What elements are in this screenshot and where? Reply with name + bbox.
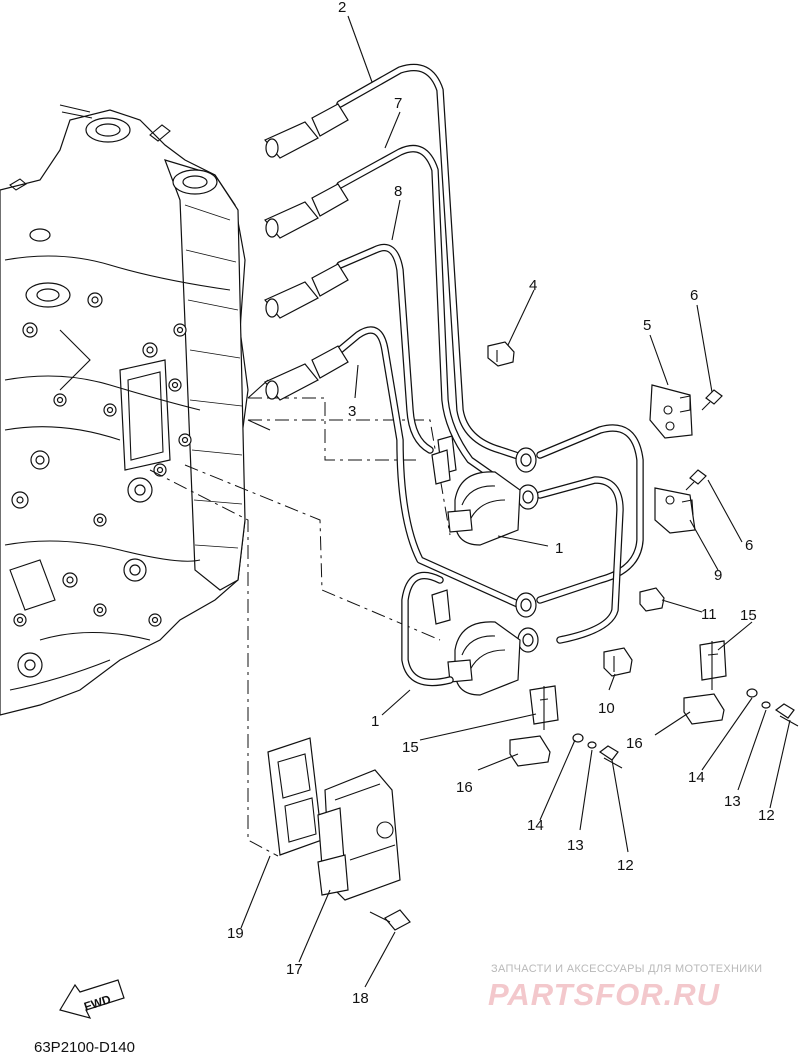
engine-block-drawing [0,104,249,716]
ignition-coil-upper [431,435,521,546]
callout-13-right: 13 [724,793,741,810]
watermark: ЗАПЧАСТИ И АКСЕССУАРЫ ДЛЯ МОТОТЕХНИКИ PA… [488,963,762,1012]
bracket-15-right [699,640,727,690]
callout-5: 5 [643,317,651,334]
bolts-12 [598,703,799,769]
bolt-18 [369,909,411,931]
callout-14-right: 14 [688,769,705,786]
spark-plug-wires [264,63,644,653]
callout-12-right: 12 [758,807,775,824]
callout-16-right: 16 [626,735,643,752]
callout-8: 8 [394,183,402,200]
callout-16-left: 16 [456,779,473,796]
callout-10: 10 [598,700,615,717]
callout-6-lower: 6 [745,537,753,554]
callout-1-upper: 1 [555,540,563,557]
callout-17: 17 [286,961,303,978]
callout-1-lower: 1 [371,713,379,730]
grommet-16-left [509,735,551,767]
bracket-5 [649,384,693,439]
callout-7: 7 [394,95,402,112]
screw-6-upper [701,389,723,411]
callout-14-left: 14 [527,817,544,834]
reference-lines [149,379,451,857]
callout-13-left: 13 [567,837,584,854]
ignition-coil-lower [401,571,521,696]
callout-leaders [240,15,791,988]
diagram-code: 63P2100-D140 [34,1039,135,1053]
callout-2: 2 [338,0,346,16]
fwd-arrow-icon: FWD [59,979,125,1019]
callout-3: 3 [348,403,356,420]
watermark-logo: PARTSFOR.RU [488,977,721,1012]
bracket-9 [654,487,696,534]
callout-11: 11 [701,606,717,623]
callout-12-left: 12 [617,857,634,874]
screw-6-lower [685,469,707,491]
clamp-11 [639,587,665,612]
callout-9: 9 [714,567,722,584]
gasket-19 [267,737,323,856]
clamp-4 [487,341,515,367]
callouts: 2 7 8 3 4 5 6 6 9 1 1 11 10 15 15 16 16 … [227,0,775,1007]
callout-15-left: 15 [402,739,419,756]
callout-15-right: 15 [740,607,757,624]
callout-19: 19 [227,925,244,942]
callout-4: 4 [529,277,537,294]
cdi-unit-17 [317,769,401,901]
washers-14-13 [572,688,771,749]
bracket-15-left [529,685,559,730]
watermark-subtitle: ЗАПЧАСТИ И АКСЕССУАРЫ ДЛЯ МОТОТЕХНИКИ [491,963,762,975]
clamp-10 [603,647,633,677]
callout-6-upper: 6 [690,287,698,304]
callout-18: 18 [352,990,369,1007]
grommet-16-right [683,693,725,725]
